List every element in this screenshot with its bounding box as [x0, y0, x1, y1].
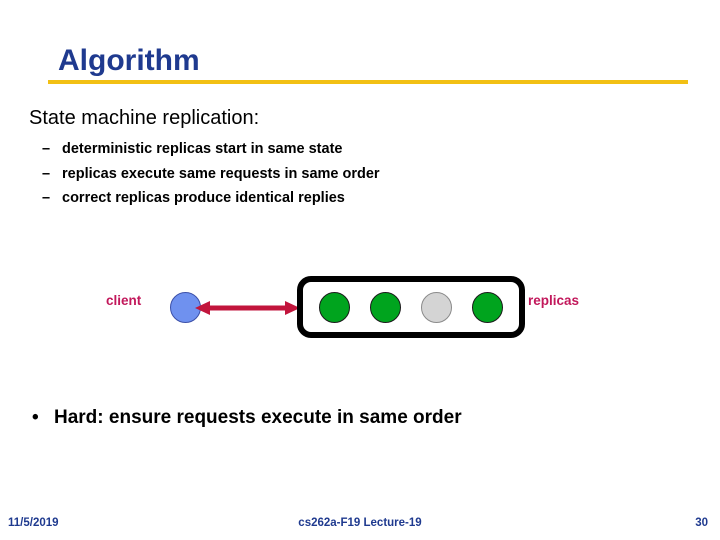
list-item-label: deterministic replicas start in same sta…	[62, 141, 343, 157]
list-item: –deterministic replicas start in same st…	[42, 137, 380, 162]
page-title: Algorithm	[58, 44, 200, 77]
replica-node-row	[303, 282, 519, 332]
list-item-label: replicas execute same requests in same o…	[62, 165, 380, 182]
replica-node-4	[472, 291, 503, 323]
replicas-label: replicas	[528, 293, 580, 308]
dash-marker-icon: –	[42, 190, 51, 206]
title-underline-rule	[48, 80, 688, 84]
key-takeaway-bullet: • Hard: ensure requests execute in same o…	[32, 406, 462, 430]
bullet-dot-icon: •	[32, 407, 39, 428]
replica-node-3-faulty	[421, 291, 452, 323]
dash-marker-icon: –	[42, 141, 51, 157]
bidirectional-arrow-icon	[195, 301, 300, 315]
key-takeaway-label: Hard: ensure requests execute in same or…	[54, 407, 462, 428]
client-node-circle	[170, 292, 201, 323]
dash-marker-icon: –	[42, 165, 51, 182]
replica-group-container	[297, 276, 525, 338]
replica-node-1	[319, 291, 350, 323]
footer-date: 11/5/2019	[8, 517, 59, 529]
list-item: –correct replicas produce identical repl…	[42, 186, 380, 211]
list-item: –replicas execute same requests in same …	[42, 162, 380, 187]
footer-course-title: cs262a-F19 Lecture-19	[298, 517, 422, 529]
section-heading: State machine replication:	[29, 107, 260, 129]
replica-node-2	[370, 291, 401, 323]
sub-bullet-list: –deterministic replicas start in same st…	[42, 137, 380, 211]
list-item-label: correct replicas produce identical repli…	[62, 190, 345, 206]
client-label: client	[106, 293, 142, 308]
footer-page-number: 30	[695, 517, 708, 529]
